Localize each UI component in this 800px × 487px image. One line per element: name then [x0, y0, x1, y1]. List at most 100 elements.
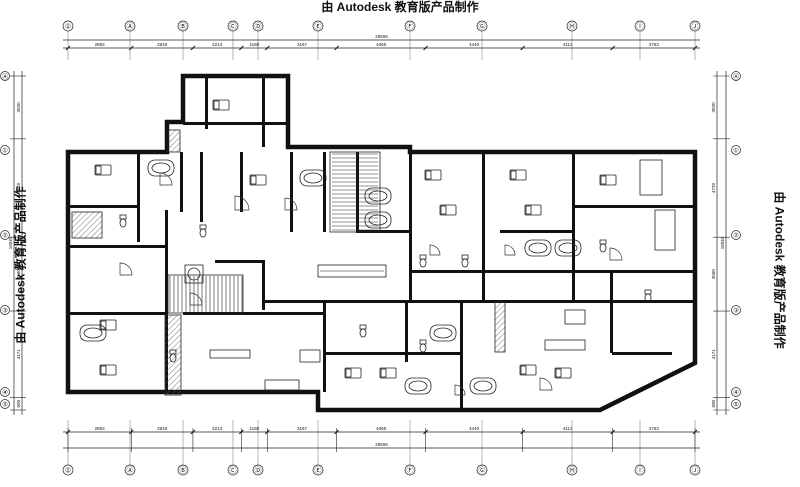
- axis-label: ②: [733, 233, 739, 240]
- door-swing: [539, 377, 553, 391]
- dimension-label: 2213: [212, 426, 223, 431]
- axis-label: ①: [65, 467, 71, 475]
- dimension-total-label: 28506: [375, 442, 388, 447]
- axis-label: Ⓒ: [230, 23, 237, 31]
- bathtub-basin: [303, 172, 323, 184]
- axis-label: Ⓙ: [692, 23, 699, 31]
- toilet-tank: [419, 339, 427, 345]
- bathtub-basin: [368, 190, 388, 202]
- pillow: [345, 368, 352, 378]
- pillow: [250, 175, 257, 185]
- axis-bubble: [0, 145, 10, 155]
- dimension-label: 4739: [711, 183, 716, 194]
- axis-label: ③: [2, 308, 8, 315]
- dimension-label: 600: [16, 400, 21, 408]
- dimension-label: 2818: [157, 426, 168, 431]
- bathtub-basin: [528, 242, 548, 254]
- axis-label: ④: [733, 390, 739, 397]
- door-swings: [119, 172, 623, 396]
- pillow: [510, 170, 517, 180]
- axis-label: Ⓐ: [733, 73, 740, 81]
- bathtub-basin: [473, 380, 493, 392]
- axis-label: ①: [733, 148, 739, 155]
- door-swing: [454, 384, 466, 396]
- toilet-tank: [599, 239, 607, 245]
- bathtub: [79, 324, 107, 342]
- axis-label: Ⓐ: [2, 73, 9, 81]
- axis-bubble: [731, 145, 741, 155]
- door-swing: [609, 247, 623, 261]
- bathtub-basin: [558, 242, 578, 254]
- dimension-label: 4114: [563, 426, 573, 431]
- closet: [654, 209, 676, 251]
- bed: [344, 367, 362, 379]
- toilet-bowl: [419, 258, 427, 268]
- toilet-bowl: [419, 343, 427, 353]
- door-swing: [429, 244, 441, 256]
- axis-bubble: [731, 399, 741, 409]
- dimension-label: 1188: [249, 426, 259, 431]
- dimension-total-label: 16040: [8, 236, 13, 249]
- pillow: [600, 175, 607, 185]
- axis-bubble: [731, 387, 741, 397]
- dimension-label: 3030: [711, 102, 716, 113]
- pillow: [555, 368, 562, 378]
- dimension-label: 4171: [711, 349, 716, 360]
- wardrobe: [639, 159, 663, 196]
- bathtub-basin: [83, 327, 103, 339]
- pillow: [213, 100, 220, 110]
- bathtub: [364, 187, 392, 205]
- furniture: [71, 99, 676, 395]
- axis-label: ②: [2, 233, 8, 240]
- axis-label: Ⓐ: [127, 467, 134, 475]
- bed: [99, 319, 117, 331]
- door-swing: [284, 197, 298, 211]
- toilet-tank: [644, 289, 652, 295]
- axis-bubble: [0, 71, 10, 81]
- bathtub-basin: [368, 214, 388, 226]
- dimension-label: 4440: [469, 42, 480, 47]
- dimension-label: 4739: [16, 183, 21, 194]
- dimension-label: 3560: [16, 269, 21, 280]
- dimension-label: 4114: [563, 42, 573, 47]
- toilet-bowl: [599, 243, 607, 253]
- table: [209, 349, 251, 359]
- pillow: [100, 365, 107, 375]
- hatched-area: [71, 211, 103, 239]
- dimension-label: 3030: [16, 102, 21, 113]
- toilet-bowl: [169, 353, 177, 363]
- toilet-bowl: [359, 328, 367, 338]
- toilet-tank: [461, 254, 469, 260]
- axis-label: Ⓔ: [315, 23, 322, 31]
- dimension-label: 3167: [297, 42, 308, 47]
- door-swing: [119, 262, 133, 276]
- dimension-label: 3167: [297, 426, 308, 431]
- pillow: [380, 368, 387, 378]
- axis-label: Ⓑ: [180, 467, 187, 475]
- axis-label: Ⓐ: [127, 23, 134, 31]
- watermark-right: 由 Autodesk 教育版产品制作: [772, 191, 787, 349]
- dimension-label: 3763: [649, 42, 660, 47]
- pillow: [525, 205, 532, 215]
- dimension-total-label: 16040: [720, 236, 725, 249]
- door-swing: [234, 195, 250, 211]
- dimension-label: 3560: [711, 269, 716, 280]
- dimension-label: 4440: [469, 426, 480, 431]
- pillow: [520, 365, 527, 375]
- axis-label: Ⓕ: [407, 467, 414, 475]
- bathtub: [524, 239, 552, 257]
- interior-walls: [68, 77, 695, 410]
- pillow: [100, 320, 107, 330]
- axis-label: Ⓗ: [569, 23, 576, 31]
- watermark-top: 由 Autodesk 教育版产品制作: [321, 0, 479, 14]
- toilet-tank: [119, 214, 127, 220]
- sofa: [264, 379, 300, 391]
- axis-label: ①: [2, 148, 8, 155]
- sofa: [564, 309, 586, 325]
- bathtub-basin: [151, 162, 171, 174]
- axis-bubble: [0, 387, 10, 397]
- dimension-total-label: 28506: [375, 34, 388, 39]
